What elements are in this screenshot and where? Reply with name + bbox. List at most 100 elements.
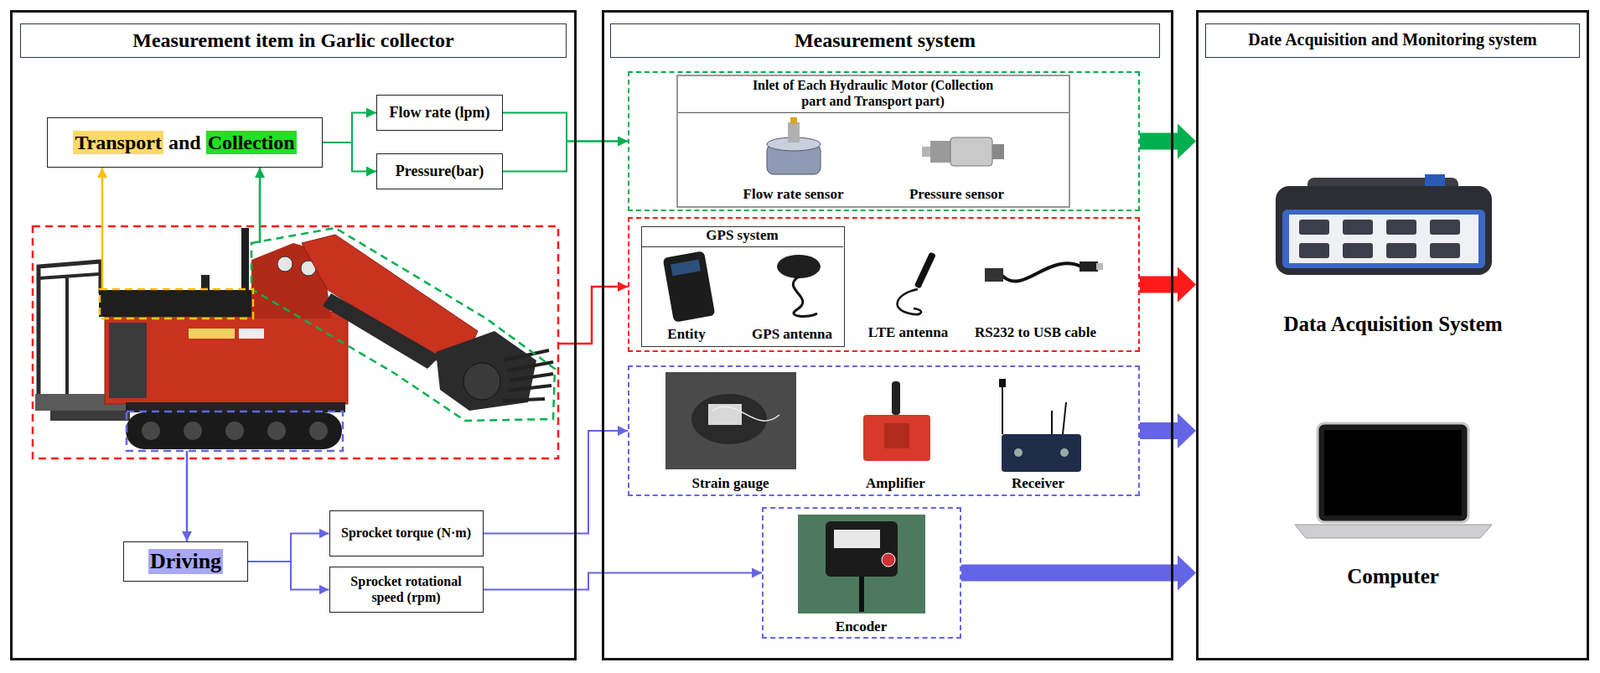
region-outline [32, 226, 559, 459]
rs232-cable-icon [1096, 263, 1103, 270]
strain-gauge-photo [712, 406, 780, 421]
garlic-collector-machine [201, 274, 210, 290]
node-text: Pressure(bar) [395, 162, 484, 181]
garlic-collector-machine [267, 421, 286, 441]
encoder-photo [859, 576, 865, 612]
pressure-sensor-icon [992, 144, 1005, 160]
garlic-collector-machine [238, 328, 265, 339]
garlic-collector-machine [277, 256, 293, 272]
laptop-icon [1294, 423, 1492, 539]
encoder-photo [797, 514, 926, 614]
panel: Inlet of Each Hydraulic Motor (Collectio… [601, 10, 1174, 661]
garlic-collector-machine [38, 274, 99, 394]
garlic-collector-machine [141, 421, 161, 441]
encoder-photo [797, 514, 926, 614]
connector-line [483, 430, 629, 534]
receiver-icon [999, 378, 1006, 388]
node-text: Flow rate sensor [743, 185, 845, 202]
amplifier-icon [863, 414, 931, 461]
rs232-cable-icon [1079, 261, 1098, 272]
node-text: Entity [667, 326, 705, 343]
garlic-collector-machine [98, 289, 255, 317]
node-text: GPS system [642, 225, 844, 248]
connector-line [483, 573, 763, 591]
pressure-sensor-icon [930, 140, 953, 163]
node-text: Collection [206, 130, 297, 155]
laptop-icon [1317, 423, 1469, 523]
measurement-group-box: TransportandCollection [46, 117, 323, 168]
garlic-collector-machine [241, 227, 249, 296]
sensor-group: GPS systemEntityGPS antennaLTE antennaRS… [627, 217, 1140, 353]
data-acquisition-device [1386, 243, 1417, 259]
block-arrow [1139, 267, 1197, 303]
node-text: Strain gauge [691, 474, 769, 492]
lte-antenna-icon [914, 251, 937, 289]
quantity-box: Sprocket torque (N·m) [329, 510, 484, 557]
data-acquisition-device [1299, 243, 1330, 259]
garlic-collector-machine [225, 421, 244, 441]
garlic-collector-machine [502, 350, 554, 401]
receiver-icon [1002, 383, 1067, 435]
leader-arrow [558, 286, 628, 344]
receiver-icon [999, 378, 1082, 472]
data-acquisition-device [1275, 174, 1492, 275]
connector-line [248, 561, 330, 591]
quantity-box: Flow rate (lpm) [376, 94, 503, 131]
panel: TransportandCollection Flow rate (lpm) Pre… [10, 10, 577, 661]
connector-line [502, 113, 628, 142]
gps-entity-icon [670, 259, 701, 277]
caption-label: Computer [1346, 564, 1440, 589]
receiver-icon [1060, 448, 1069, 457]
garlic-collector-machine [50, 410, 130, 421]
receiver-icon [1014, 448, 1023, 457]
data-acquisition-device [1275, 186, 1492, 275]
gps-entity-icon [662, 250, 716, 322]
data-acquisition-device [1282, 209, 1486, 269]
node-text: GPS antenna [751, 326, 833, 343]
node-text: Measurement system [610, 23, 1160, 58]
node-text: Amplifier [865, 474, 926, 492]
quantity-box: Pressure(bar) [376, 153, 503, 190]
encoder-photo [881, 553, 896, 567]
gps-antenna-icon [776, 254, 821, 316]
node-text: Receiver [1011, 474, 1065, 492]
lte-antenna-icon [897, 251, 937, 315]
connector-line [248, 533, 330, 563]
data-acquisition-device [1342, 243, 1373, 259]
leader-arrow [258, 167, 262, 244]
receiver-icon [1001, 434, 1082, 472]
garlic-collector-machine [183, 421, 202, 441]
pressure-sensor-icon [921, 137, 1005, 166]
node-text: Flow rate (lpm) [389, 103, 491, 122]
node-text: Transport [72, 130, 164, 155]
encoder-photo [825, 521, 898, 577]
pressure-sensor-icon [950, 137, 993, 166]
node-text: and [168, 130, 202, 155]
node-text: Encoder [835, 617, 887, 635]
data-acquisition-device [1424, 174, 1445, 187]
garlic-collector-machine [463, 362, 501, 400]
gps-antenna-icon [776, 254, 821, 279]
strain-gauge-photo [665, 372, 797, 470]
garlic-collector-machine [108, 322, 147, 399]
leader-arrow [102, 167, 628, 542]
gps-antenna-icon [792, 276, 818, 316]
node-text: Sprocket torque (N·m) [336, 525, 476, 542]
data-acquisition-device [1342, 219, 1373, 235]
region-outline [99, 289, 254, 319]
data-acquisition-device [1299, 219, 1330, 235]
sensor-panel-outline [677, 75, 1070, 208]
node-text: Inlet of Each Hydraulic Motor (Collectio… [678, 75, 1069, 114]
connector-line [502, 141, 628, 172]
garlic-collector-machine [35, 227, 554, 450]
garlic-collector-machine [125, 412, 342, 450]
sensor-group: Inlet of Each Hydraulic Motor (Collectio… [627, 71, 1140, 212]
block-arrow [1139, 124, 1197, 160]
rs232-cable-icon [1001, 263, 1082, 281]
block-arrow [1139, 413, 1197, 449]
connector-line [322, 113, 377, 144]
garlic-collector-machine [188, 328, 235, 339]
measurement-group-box: Driving [123, 541, 249, 582]
data-acquisition-device [1429, 243, 1461, 259]
rs232-cable-icon [984, 268, 1004, 282]
